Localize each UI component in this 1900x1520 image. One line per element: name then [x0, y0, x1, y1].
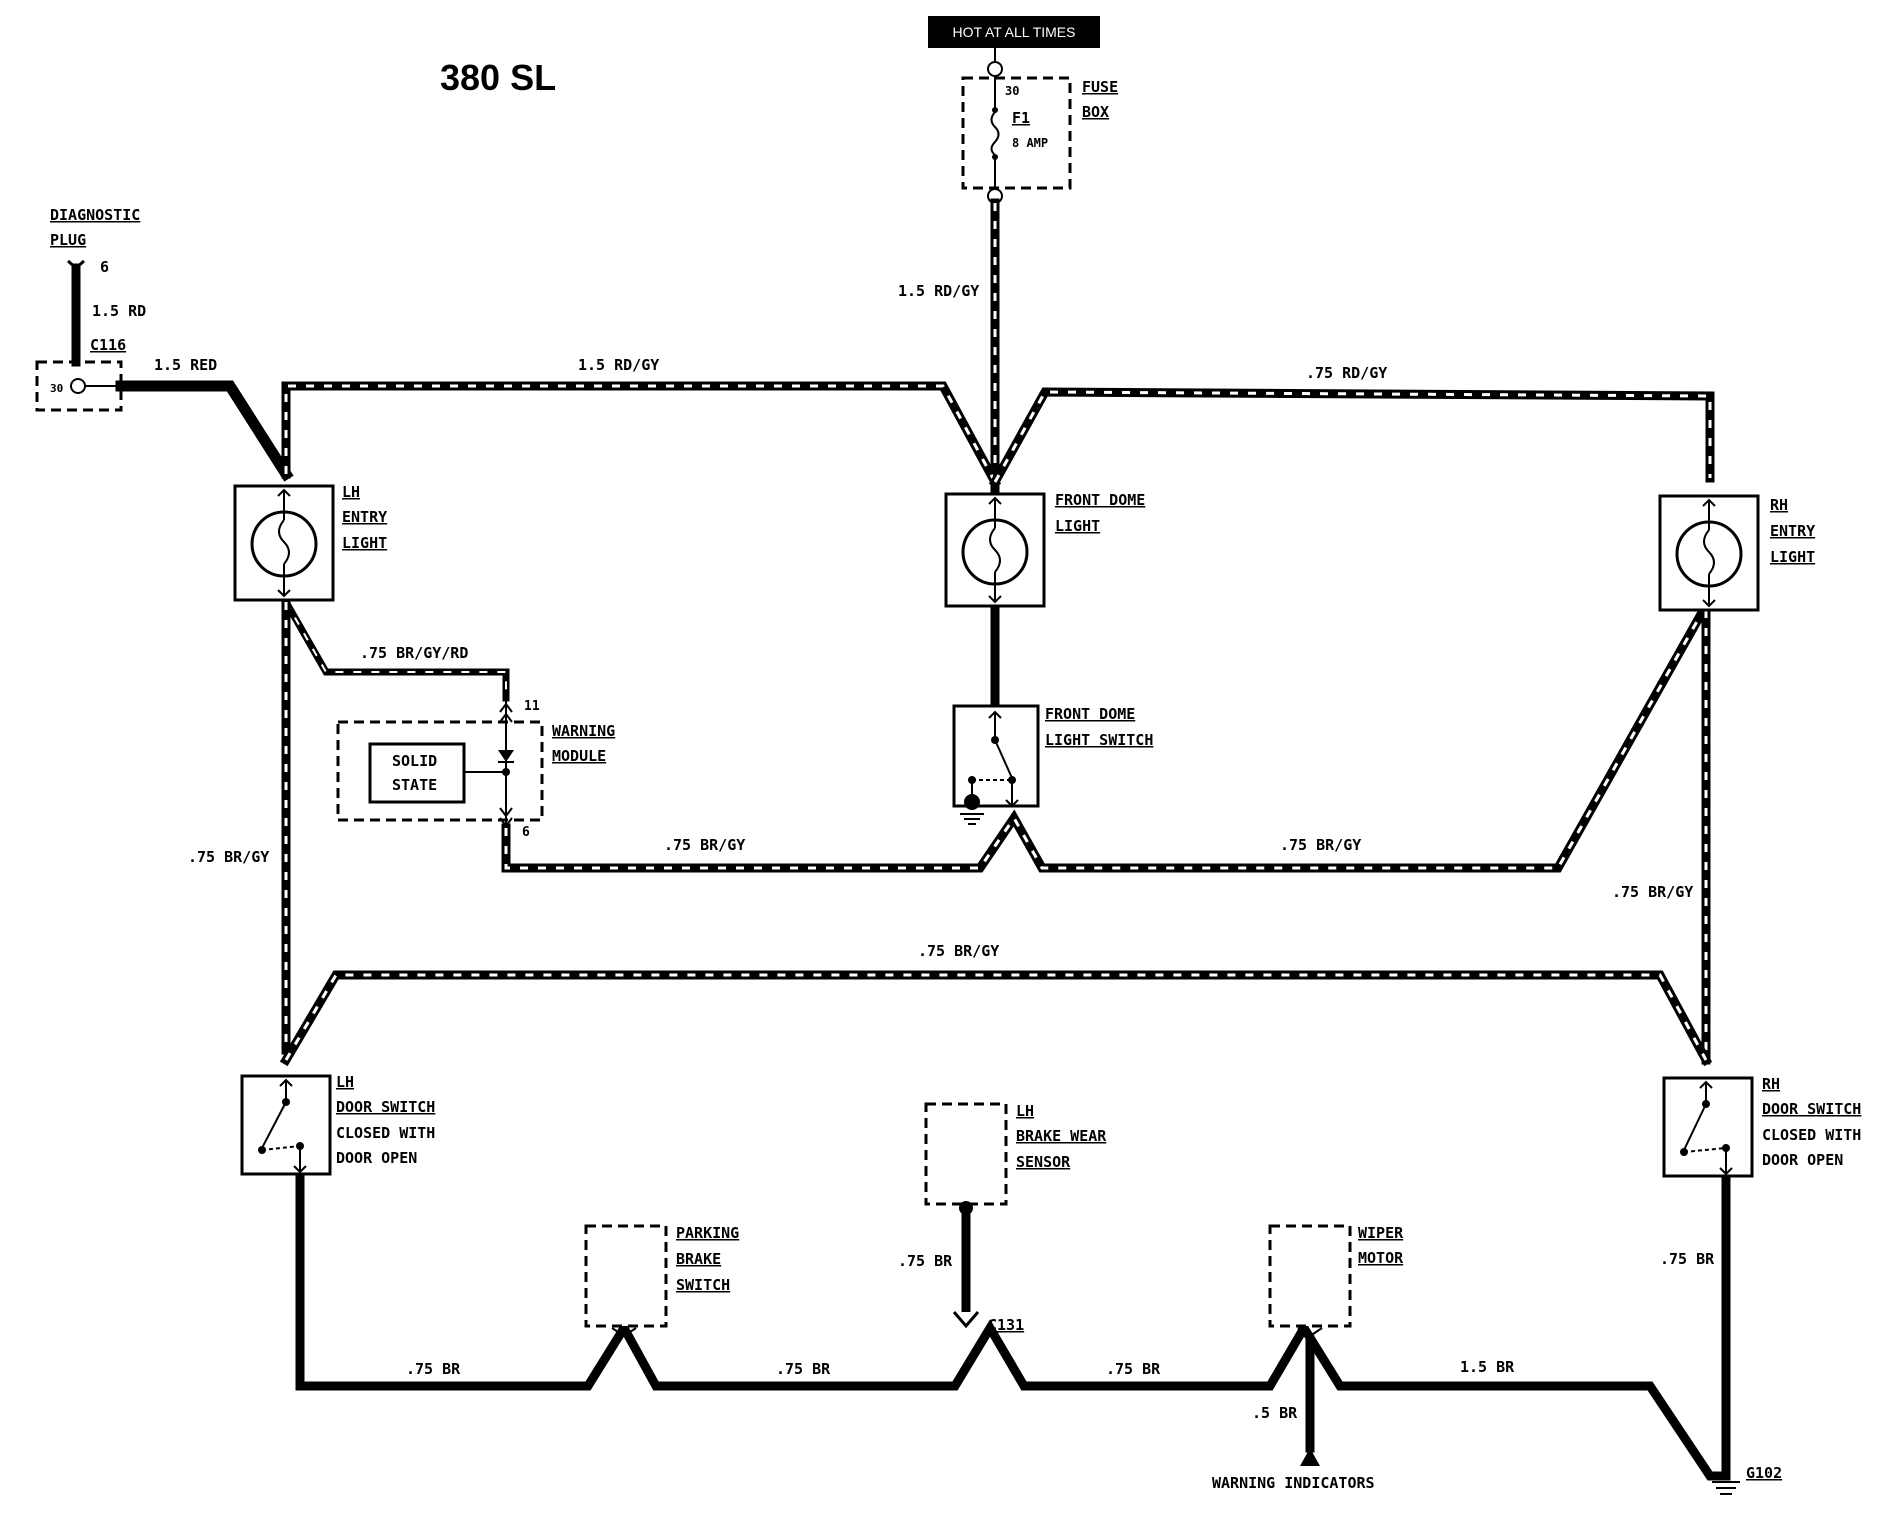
- brake-wear-label-3: SENSOR: [1016, 1153, 1071, 1171]
- diode-icon: [498, 750, 514, 762]
- rh-entry-label-2: ENTRY: [1770, 522, 1815, 540]
- parking-label-1: PARKING: [676, 1224, 739, 1242]
- wire-labels: 1.5 RD 1.5 RED 1.5 RD/GY 1.5 RD/GY .75 R…: [92, 282, 1715, 1422]
- switch-icon: [994, 739, 1013, 779]
- fuse-name: F1: [1012, 109, 1030, 127]
- wire-label: .75 BR/GY/RD: [360, 644, 468, 662]
- fuse-box-label-2: BOX: [1082, 103, 1109, 121]
- module-pin-top: 11: [524, 699, 540, 714]
- rh-door-label-2: DOOR SWITCH: [1762, 1100, 1861, 1118]
- dome-switch-label-1: FRONT DOME: [1045, 705, 1135, 723]
- wiper-label-1: WIPER: [1358, 1224, 1404, 1242]
- diagnostic-label-2: PLUG: [50, 231, 86, 249]
- warning-module-label-1: WARNING: [552, 722, 615, 740]
- rh-door-switch: [1662, 1076, 1754, 1178]
- rh-door-label-3: CLOSED WITH: [1762, 1126, 1861, 1144]
- solid-state-label-2: STATE: [392, 776, 437, 794]
- wire-label: .75 BR/GY: [918, 942, 999, 960]
- fuse-box: 30 F1 8 AMP: [961, 76, 1072, 204]
- wire-label: .75 BR: [1660, 1250, 1715, 1268]
- hot-label: HOT AT ALL TIMES: [953, 24, 1076, 40]
- wire-label: .75 BR/GY: [664, 836, 745, 854]
- arrow-up-icon: [1300, 1448, 1320, 1466]
- wire-label: .75 BR/GY: [1612, 883, 1693, 901]
- parking-brake-switch: [584, 1224, 668, 1328]
- parking-label-3: SWITCH: [676, 1276, 730, 1294]
- lh-entry-label-1: LH: [342, 483, 360, 501]
- ground-icon: [1712, 1481, 1740, 1495]
- c131-connector-icon: [952, 1311, 980, 1329]
- diagnostic-pin: 6: [100, 258, 109, 276]
- c131-label: C131: [988, 1316, 1024, 1334]
- wire-label: 1.5 RD: [92, 302, 146, 320]
- switch-icon: [1683, 1103, 1707, 1151]
- rh-entry-label-1: RH: [1770, 496, 1788, 514]
- wire-label: .75 BR: [898, 1252, 953, 1270]
- module-pin-bottom: 6: [522, 825, 530, 840]
- front-dome-light: [944, 492, 1046, 608]
- connector-icon: [611, 1327, 637, 1338]
- fuse-pin: 30: [1005, 84, 1019, 98]
- wire-label: .75 BR: [776, 1360, 831, 1378]
- c116-pin: 30: [50, 382, 63, 395]
- wire-label: .75 BR: [1106, 1360, 1161, 1378]
- wire-label: 1.5 RED: [154, 356, 217, 374]
- front-dome-label-2: LIGHT: [1055, 517, 1100, 535]
- hot-terminal-icon: [987, 61, 1003, 77]
- lh-entry-label-2: ENTRY: [342, 508, 387, 526]
- fuse-rating: 8 AMP: [1012, 136, 1048, 150]
- wiper-motor: [1268, 1224, 1352, 1328]
- dome-switch-label-2: LIGHT SWITCH: [1045, 731, 1153, 749]
- switch-icon: [261, 1101, 287, 1149]
- brake-wear-label-1: LH: [1016, 1102, 1034, 1120]
- lh-door-switch: [240, 1074, 332, 1176]
- lh-entry-label-3: LIGHT: [342, 534, 387, 552]
- wire-label: .75 BR: [406, 1360, 461, 1378]
- wire-label: .75 BR/GY: [1280, 836, 1361, 854]
- c116-label: C116: [90, 336, 126, 354]
- fuse-icon: [990, 111, 1000, 156]
- brake-wear-sensor: [924, 1102, 1008, 1206]
- lh-entry-light: [233, 484, 335, 602]
- solid-state-label-1: SOLID: [392, 752, 437, 770]
- wire-label: .5 BR: [1252, 1404, 1298, 1422]
- rh-entry-light: [1658, 494, 1760, 612]
- lh-door-label-2: DOOR SWITCH: [336, 1098, 435, 1116]
- front-dome-light-switch: [952, 704, 1040, 825]
- warning-module: [336, 700, 544, 828]
- lh-door-label-3: CLOSED WITH: [336, 1124, 435, 1142]
- hot-label-box: [928, 16, 1100, 48]
- ground-icon: [960, 813, 984, 825]
- wire-label: .75 BR/GY: [188, 848, 269, 866]
- lh-door-label-1: LH: [336, 1073, 354, 1091]
- wiper-label-2: MOTOR: [1358, 1249, 1404, 1267]
- rh-door-label-1: RH: [1762, 1075, 1780, 1093]
- fuse-box-label-1: FUSE: [1082, 78, 1118, 96]
- wire-label: 1.5 RD/GY: [578, 356, 659, 374]
- parking-label-2: BRAKE: [676, 1250, 721, 1268]
- front-dome-label-1: FRONT DOME: [1055, 491, 1145, 509]
- rh-entry-label-3: LIGHT: [1770, 548, 1815, 566]
- connector-icon: [1297, 1327, 1323, 1338]
- wire-label: 1.5 RD/GY: [898, 282, 979, 300]
- warning-indicators-label: WARNING INDICATORS: [1212, 1474, 1375, 1492]
- diagnostic-label-1: DIAGNOSTIC: [50, 206, 140, 224]
- striped-wires: [279, 198, 1715, 1067]
- wire-label: 1.5 BR: [1460, 1358, 1515, 1376]
- warning-module-label-2: MODULE: [552, 747, 606, 765]
- lh-door-label-4: DOOR OPEN: [336, 1149, 417, 1167]
- wire-label: .75 RD/GY: [1306, 364, 1387, 382]
- brake-wear-label-2: BRAKE WEAR: [1016, 1127, 1107, 1145]
- rh-door-label-4: DOOR OPEN: [1762, 1151, 1843, 1169]
- diagram-title: 380 SL: [440, 57, 556, 98]
- g102-label: G102: [1746, 1464, 1782, 1482]
